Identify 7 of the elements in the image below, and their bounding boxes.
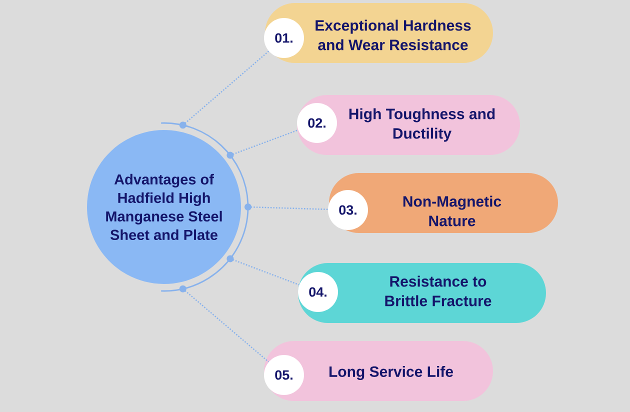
- number-badge: 03.: [328, 190, 368, 230]
- number-badge: 04.: [298, 272, 338, 312]
- connector: [182, 50, 270, 126]
- number-badge: 05.: [264, 354, 304, 395]
- number-badge: 02.: [297, 103, 337, 143]
- number-badge: 01.: [264, 18, 304, 58]
- connector: [182, 288, 270, 362]
